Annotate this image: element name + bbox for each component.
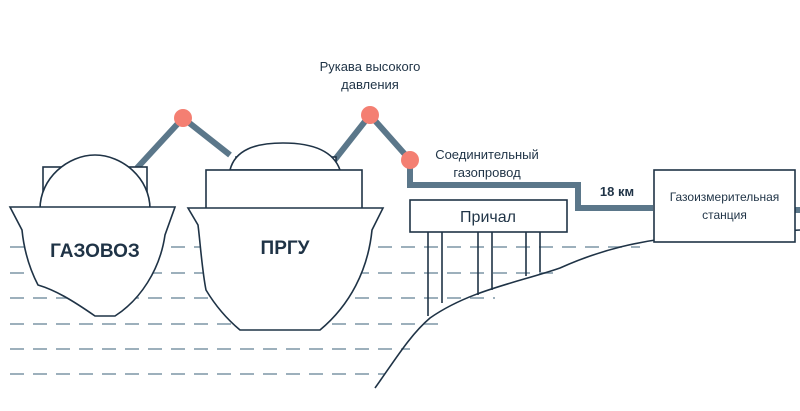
fsru-ship (186, 142, 385, 331)
connecting-pipeline (407, 160, 653, 211)
hoses-label: Рукава высокого давления (319, 59, 421, 92)
metering-station-box (653, 169, 796, 243)
berth-piles (427, 232, 541, 316)
fsru-label: ПРГУ (261, 238, 310, 259)
distance-label: 18 км (600, 184, 634, 199)
shore-line (374, 229, 800, 389)
gas-carrier-label: ГАЗОВОЗ (50, 241, 140, 262)
berth-label: Причал (460, 209, 516, 226)
metering-station-label: Газоизмерительная станция (669, 190, 780, 222)
connecting-pipeline-label: Соединительный газопровод (435, 147, 539, 180)
gas-carrier-ship (8, 154, 177, 317)
hose-joint-node (361, 106, 379, 124)
berth-box (409, 199, 568, 233)
hose-joint-node (174, 109, 192, 127)
pipeline-joint-node (401, 151, 419, 169)
